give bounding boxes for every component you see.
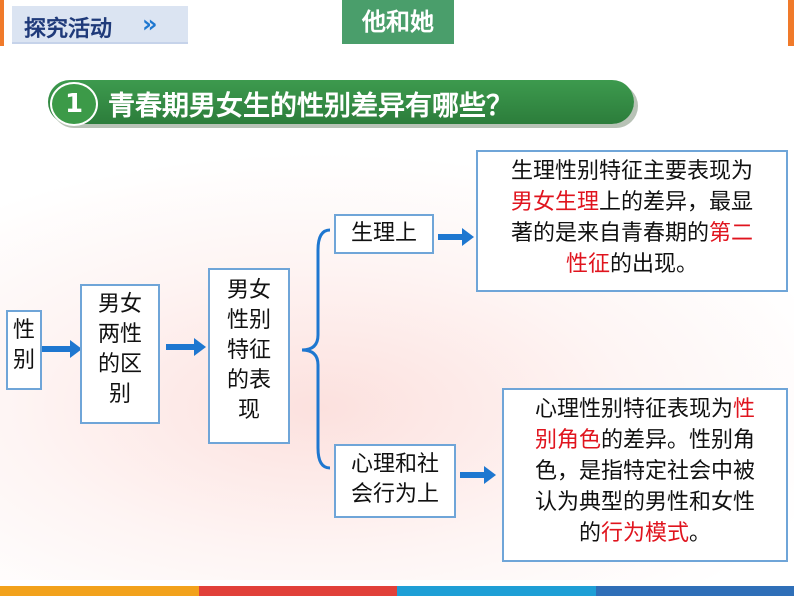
desc-line: 著的是来自青春期的第二: [478, 218, 786, 249]
highlight-text: 行为模式: [600, 521, 689, 546]
flow-box-line: 心理和社: [350, 452, 439, 477]
flow-box-line: 性: [12, 318, 35, 343]
desc-text: 。: [689, 521, 712, 546]
flow-box-line: 现: [237, 398, 260, 423]
branch-physiological: 生理上: [334, 214, 434, 254]
desc-line: 的行为模式。: [504, 518, 786, 549]
flow-box-line: 两性: [97, 322, 142, 347]
left-accent-bar: [0, 0, 4, 46]
desc-text: 的: [578, 521, 601, 546]
flow-box-difference: 男女 两性 的区 别: [80, 284, 160, 424]
desc-line: 别角色的差异。性别角: [504, 425, 786, 456]
highlight-text: 男女生理: [510, 190, 599, 215]
strip-segment: [198, 586, 397, 596]
desc-text: 心理性别特征表现为: [534, 397, 733, 422]
page-title: 他和她: [342, 0, 454, 44]
section-tag: 探究活动 »: [12, 6, 188, 44]
branch-bracket: [301, 228, 331, 470]
description-psychological: 心理性别特征表现为性 别角色的差异。性别角 色，是指特定社会中被 认为典型的男性…: [502, 388, 788, 562]
strip-segment: [0, 586, 199, 596]
flow-box-manifestation: 男女 性别 特征 的表 现: [208, 268, 290, 444]
strip-segment: [595, 586, 794, 596]
desc-text: 认为典型的男性和女性: [534, 490, 755, 515]
desc-text: 的出现。: [610, 252, 699, 277]
question-number: 1: [50, 82, 98, 126]
highlight-text: 第二: [709, 221, 754, 246]
desc-line: 色，是指特定社会中被: [504, 456, 786, 487]
right-accent-bar: [788, 0, 794, 46]
arrow-right-icon: [166, 338, 206, 356]
section-tag-label: 探究活动: [24, 17, 113, 42]
highlight-text: 性: [733, 397, 756, 422]
flow-box-line: 会行为上: [350, 482, 439, 507]
highlight-text: 别角色: [534, 428, 601, 453]
desc-line: 心理性别特征表现为性: [504, 394, 786, 425]
flow-box-line: 特征: [226, 338, 271, 363]
flow-box-line: 别: [108, 382, 131, 407]
flow-box-line: 别: [12, 348, 35, 373]
desc-text: 色，是指特定社会中被: [534, 459, 755, 484]
desc-text: 上的差异，最显: [599, 190, 754, 215]
arrow-right-icon: [460, 466, 496, 484]
desc-line: 认为典型的男性和女性: [504, 487, 786, 518]
description-physiological: 生理性别特征主要表现为 男女生理上的差异，最显 著的是来自青春期的第二 性征的出…: [476, 150, 788, 292]
flow-box-line: 男女: [226, 278, 271, 303]
arrow-right-icon: [438, 228, 474, 246]
question-bar: [48, 80, 634, 124]
double-chevron-icon: »: [142, 10, 158, 38]
desc-line: 男女生理上的差异，最显: [478, 187, 786, 218]
arrow-right-icon: [42, 340, 82, 358]
desc-text: 生理性别特征主要表现为: [510, 159, 753, 184]
question-text: 青春期男女生的性别差异有哪些？: [108, 91, 513, 122]
branch-psychological: 心理和社 会行为上: [334, 444, 456, 518]
highlight-text: 性征: [565, 252, 610, 277]
flow-box-line: 性别: [226, 308, 271, 333]
desc-text: 著的是来自青春期的: [510, 221, 709, 246]
desc-line: 生理性别特征主要表现为: [478, 156, 786, 187]
flow-box-gender: 性 别: [6, 310, 42, 390]
desc-line: 性征的出现。: [478, 249, 786, 280]
desc-text: 的差异。性别角: [601, 428, 756, 453]
flow-box-line: 的表: [226, 368, 271, 393]
flow-box-line: 的区: [97, 352, 142, 377]
flow-box-line: 男女: [97, 292, 142, 317]
bottom-color-strip: [0, 586, 794, 596]
strip-segment: [397, 586, 596, 596]
